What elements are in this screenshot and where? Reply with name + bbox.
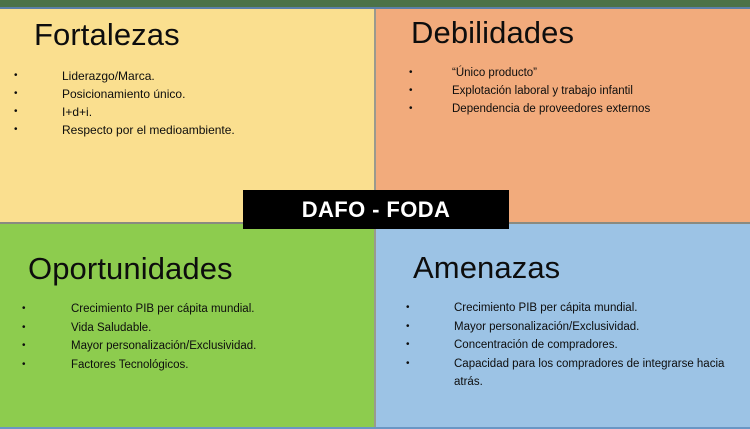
bullet-icon: • [406, 320, 410, 332]
quadrant-threats-list: • Crecimiento PIB per cápita mundial. • … [406, 299, 746, 392]
list-item: • Concentración de compradores. [406, 336, 746, 355]
quadrant-weaknesses-title: Debilidades [411, 15, 575, 50]
list-item-label: Concentración de compradores. [454, 339, 618, 351]
quadrant-strengths-title: Fortalezas [34, 17, 180, 52]
bullet-icon: • [22, 358, 26, 370]
bottom-frame-accent-line [0, 427, 750, 429]
list-item: • Dependencia de proveedores externos [409, 100, 745, 118]
list-item: • Vida Saludable. [22, 319, 370, 338]
list-item-label: Crecimiento PIB per cápita mundial. [454, 302, 638, 314]
quadrant-grid: Fortalezas • Liderazgo/Marca. • Posicion… [0, 9, 750, 429]
quadrant-strengths: Fortalezas • Liderazgo/Marca. • Posicion… [0, 9, 374, 222]
center-title-plate: DAFO - FODA [243, 190, 509, 229]
bullet-icon: • [22, 303, 26, 314]
bullet-icon: • [406, 339, 410, 350]
list-item: • Explotación laboral y trabajo infantil [409, 82, 745, 100]
list-item-label: Vida Saludable. [71, 321, 152, 334]
list-item: • Crecimiento PIB per cápita mundial. [22, 300, 370, 319]
bullet-icon: • [409, 67, 413, 78]
center-title-text: DAFO - FODA [301, 196, 451, 222]
list-item-label: Crecimiento PIB per cápita mundial. [71, 303, 255, 315]
list-item: • Mayor personalización/Exclusividad. [22, 337, 370, 356]
list-item: • Posicionamiento único. [14, 85, 364, 103]
list-item: • Capacidad para los compradores de inte… [406, 355, 746, 392]
list-item-label: Dependencia de proveedores externos [452, 103, 651, 115]
bullet-icon: • [409, 103, 413, 114]
bullet-icon: • [406, 357, 410, 369]
list-item-label: Respecto por el medioambiente. [62, 123, 235, 137]
list-item: • “Único producto” [409, 64, 745, 82]
quadrant-opportunities-list: • Crecimiento PIB per cápita mundial. • … [22, 300, 370, 374]
list-item: • I+d+i. [14, 103, 364, 121]
list-item-label: Liderazgo/Marca. [62, 69, 155, 83]
top-frame-accent-line [0, 7, 750, 9]
list-item-label: “Único producto” [452, 67, 538, 79]
bullet-icon: • [22, 321, 26, 333]
list-item-label: Capacidad para los compradores de integr… [454, 357, 725, 389]
list-item: • Liderazgo/Marca. [14, 67, 364, 85]
list-item-label: Posicionamiento único. [62, 87, 186, 101]
list-item-label: Explotación laboral y trabajo infantil [452, 85, 633, 97]
bullet-icon: • [14, 88, 18, 99]
list-item-label: Factores Tecnológicos. [71, 358, 189, 371]
bullet-icon: • [14, 70, 18, 81]
quadrant-opportunities-title: Oportunidades [28, 251, 233, 286]
bullet-icon: • [14, 106, 18, 117]
quadrant-threats: Amenazas • Crecimiento PIB per cápita mu… [376, 224, 750, 429]
bullet-icon: • [406, 302, 410, 313]
list-item: • Respecto por el medioambiente. [14, 121, 364, 139]
list-item-label: Mayor personalización/Exclusividad. [71, 340, 257, 352]
bullet-icon: • [22, 340, 26, 351]
quadrant-opportunities: Oportunidades • Crecimiento PIB per cápi… [0, 224, 374, 429]
list-item-label: I+d+i. [62, 105, 93, 119]
top-frame-strip [0, 0, 750, 7]
quadrant-strengths-list: • Liderazgo/Marca. • Posicionamiento úni… [14, 67, 364, 139]
list-item-label: Mayor personalización/Exclusividad. [454, 320, 640, 333]
list-item: • Crecimiento PIB per cápita mundial. [406, 299, 746, 318]
list-item: • Factores Tecnológicos. [22, 356, 370, 375]
bullet-icon: • [409, 85, 413, 96]
bullet-icon: • [14, 124, 18, 135]
quadrant-threats-title: Amenazas [413, 250, 561, 285]
quadrant-weaknesses-list: • “Único producto” • Explotación laboral… [409, 64, 745, 118]
list-item: • Mayor personalización/Exclusividad. [406, 318, 746, 337]
quadrant-weaknesses: Debilidades • “Único producto” • Explota… [376, 9, 750, 222]
